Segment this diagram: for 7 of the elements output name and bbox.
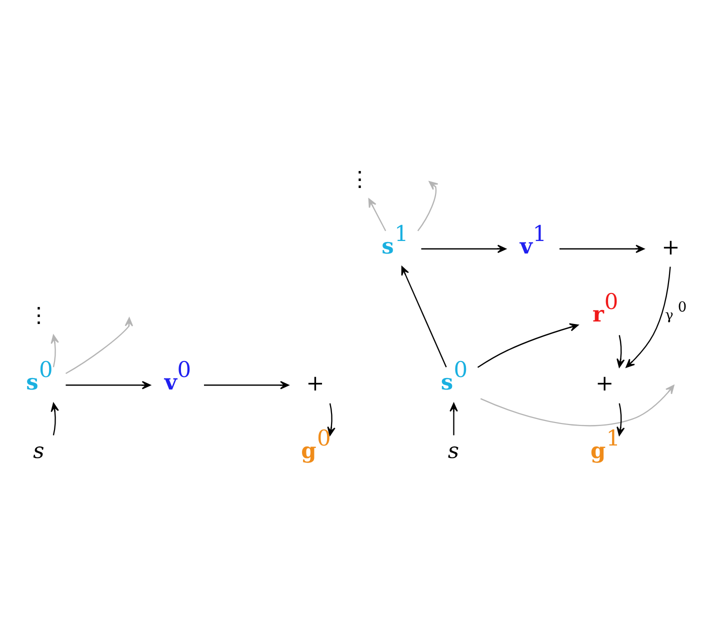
node-text: s [33,438,44,464]
node-text: ⋮ [28,303,50,328]
node-text: s [448,438,459,464]
node-text: ⋮ [349,166,372,192]
node-text: + [306,371,324,396]
node-text: + [595,371,614,396]
node-text: + [662,234,680,260]
